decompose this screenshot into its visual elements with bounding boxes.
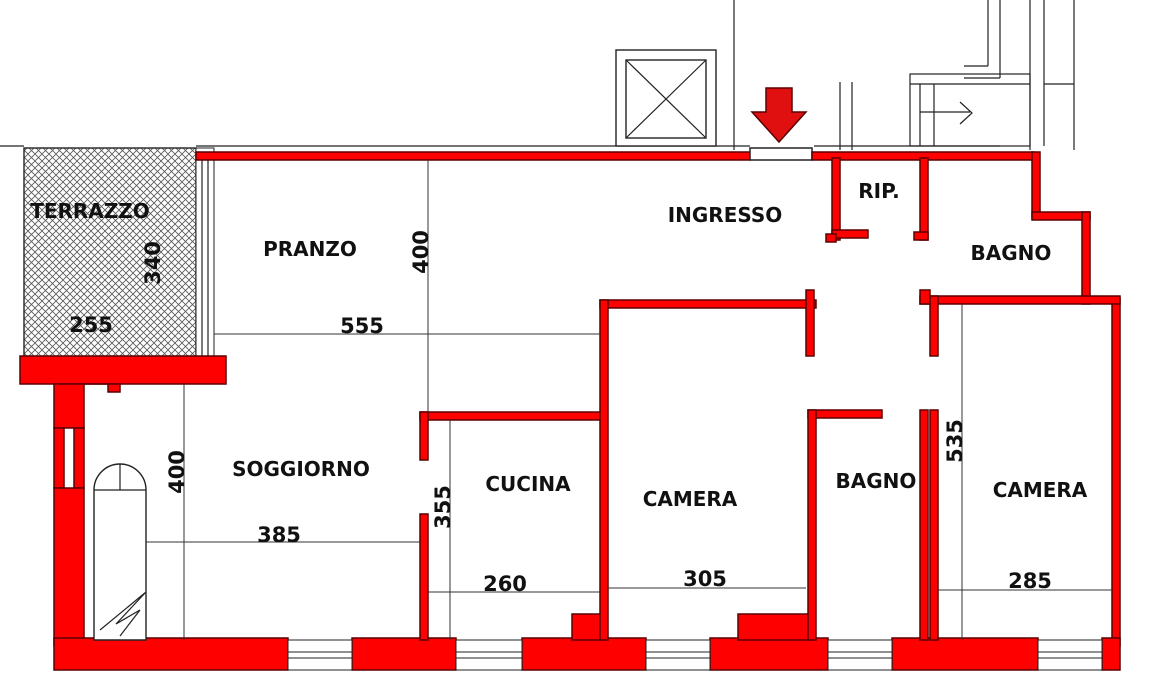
dim-terrazzo-width: 255 [69,313,113,337]
dimension-labels: 340 255 400 555 400 385 355 260 305 535 … [69,230,1052,596]
terrace [23,147,215,361]
room-label-bagno-1: BAGNO [971,241,1052,265]
building-context [0,0,1075,150]
room-label-cucina: CUCINA [485,472,571,496]
dim-camera-1-width: 305 [683,567,727,591]
stairs-icon [909,73,1031,147]
walls [19,147,1121,671]
room-label-bagno-2: BAGNO [836,469,917,493]
dim-camera-2-height: 535 [943,419,967,463]
room-label-ingresso: INGRESSO [668,203,783,227]
lift-shaft-icon [615,49,717,147]
room-label-pranzo: PRANZO [263,237,357,261]
room-label-camera-2: CAMERA [993,478,1088,502]
room-label-camera-1: CAMERA [643,487,738,511]
dim-pranzo-width: 555 [340,314,384,338]
dim-soggiorno-height: 400 [165,450,189,494]
entrance-arrow-icon [750,87,808,144]
room-label-ripostiglio: RIP. [858,179,899,203]
room-labels: TERRAZZO PRANZO INGRESSO RIP. BAGNO SOGG… [30,179,1088,511]
dimension-lines [146,160,1112,640]
spiral-stair-icon [93,463,147,641]
room-label-soggiorno: SOGGIORNO [232,457,370,481]
dim-pranzo-height: 400 [409,230,433,274]
dim-terrazzo-height: 340 [141,241,165,285]
windows [287,639,1103,671]
dim-camera-2-width: 285 [1008,569,1052,593]
dim-soggiorno-width: 385 [257,523,301,547]
dim-cucina-width: 260 [483,572,527,596]
dim-cucina-height: 355 [431,485,455,529]
room-label-terrazzo: TERRAZZO [30,199,150,223]
